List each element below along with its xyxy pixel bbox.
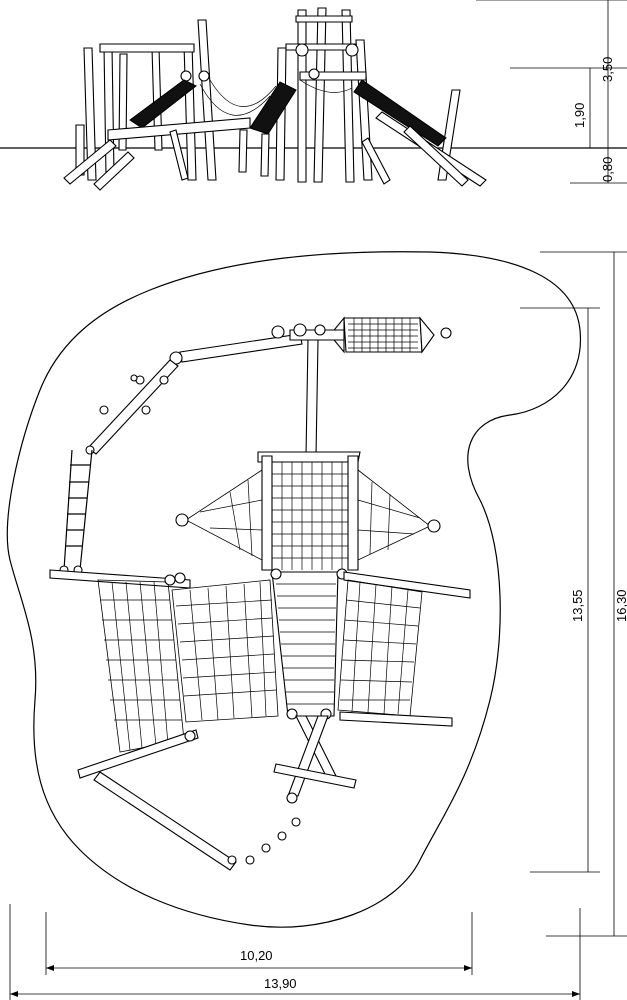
elevation-nets bbox=[129, 79, 447, 147]
plank-bridge bbox=[270, 568, 348, 720]
dim-depth: 0,80 bbox=[600, 157, 615, 182]
elevation-braces bbox=[63, 111, 487, 191]
dim-length-inner: 13,55 bbox=[570, 589, 585, 622]
safety-area-outline bbox=[6, 251, 582, 928]
elevation-dimensions: 3,50 1,90 0,80 bbox=[476, 0, 627, 184]
plan-view: 13,55 16,30 10,20 13,90 bbox=[6, 251, 627, 1000]
dim-width-outer: 13,90 bbox=[264, 976, 297, 991]
tunnel-net bbox=[329, 316, 452, 354]
plan-dimensions: 13,55 16,30 10,20 13,90 bbox=[9, 251, 627, 1000]
dim-length-outer: 16,30 bbox=[614, 589, 627, 622]
dim-height-total: 3,50 bbox=[600, 57, 615, 82]
right-climbing-net bbox=[337, 571, 471, 727]
dim-height-platform: 1,90 bbox=[572, 103, 587, 128]
elevation-beams bbox=[99, 15, 367, 82]
central-tower bbox=[175, 451, 441, 571]
dim-width-inner: 10,20 bbox=[240, 948, 273, 963]
lower-entry-logs bbox=[93, 715, 357, 871]
left-climbing-nets bbox=[49, 569, 279, 779]
elevation-view: 3,50 1,90 0,80 bbox=[0, 0, 627, 191]
plan-upper-beams bbox=[85, 323, 345, 457]
rope-ladder bbox=[59, 449, 93, 575]
